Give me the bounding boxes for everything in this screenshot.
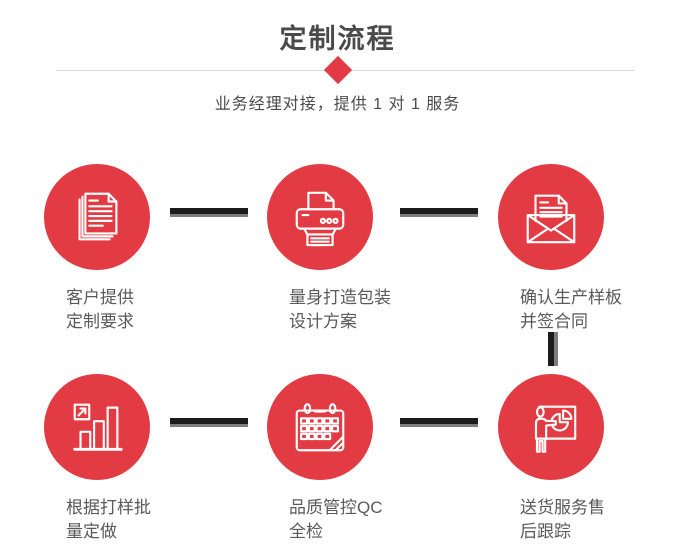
step-packaging-design: 量身打造包装 设计方案 bbox=[267, 164, 391, 334]
step-circle bbox=[44, 374, 150, 480]
flow-connector-5-6 bbox=[400, 418, 478, 427]
documents-icon bbox=[78, 192, 118, 241]
step-circle bbox=[44, 164, 150, 270]
step-label: 送货服务售 后跟踪 bbox=[520, 498, 605, 541]
step-customer-requirements: 客户提供 定制要求 bbox=[44, 164, 150, 334]
step-circle bbox=[498, 374, 604, 480]
printer-icon bbox=[295, 191, 345, 247]
flow-connector-1-2 bbox=[170, 208, 248, 217]
step-circle bbox=[267, 164, 373, 270]
step-circle bbox=[267, 374, 373, 480]
flow-connector-4-5 bbox=[170, 418, 248, 427]
section-title: 定制流程 bbox=[279, 24, 396, 54]
calendar-icon bbox=[295, 403, 345, 452]
step-delivery-tracking: 送货服务售 后跟踪 bbox=[498, 374, 605, 544]
diamond-marker bbox=[323, 55, 353, 85]
flow-connector-2-3 bbox=[400, 208, 478, 217]
presenter-icon bbox=[534, 405, 577, 453]
flow-connector-3-6 bbox=[548, 332, 558, 366]
step-label: 品质管控QC 全检 bbox=[289, 498, 383, 541]
step-circle bbox=[498, 164, 604, 270]
section-subtitle: 业务经理对接，提供 1 对 1 服务 bbox=[214, 96, 461, 113]
step-label: 客户提供 定制要求 bbox=[66, 288, 134, 331]
step-label: 确认生产样板 并签合同 bbox=[520, 288, 622, 331]
step-label: 根据打样批 量定做 bbox=[66, 498, 151, 541]
envelope-icon bbox=[526, 194, 576, 244]
step-confirm-sample: 确认生产样板 并签合同 bbox=[498, 164, 622, 334]
bar-chart-icon bbox=[73, 403, 123, 451]
step-quality-control: 品质管控QC 全检 bbox=[267, 374, 383, 544]
step-batch-production: 根据打样批 量定做 bbox=[44, 374, 151, 544]
step-label: 量身打造包装 设计方案 bbox=[289, 288, 391, 331]
